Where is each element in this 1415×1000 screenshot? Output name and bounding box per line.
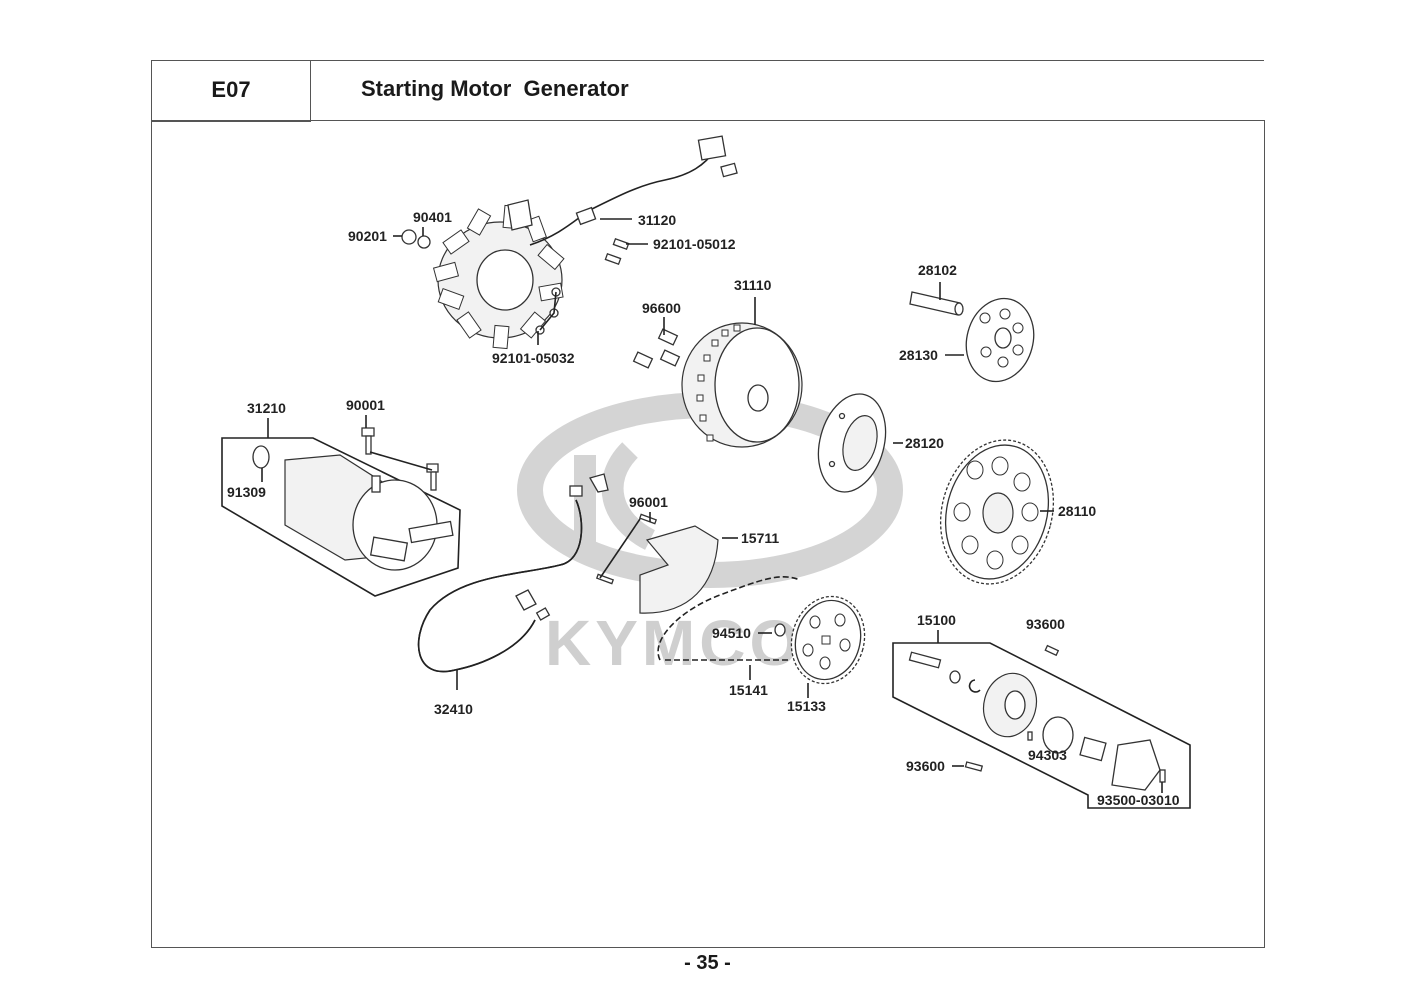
watermark-text: KYMCO bbox=[545, 607, 803, 679]
label-90201: 90201 bbox=[348, 228, 387, 244]
screw-93600-bottom-part[interactable] bbox=[964, 761, 984, 772]
screw-93500-03010-part[interactable] bbox=[1159, 769, 1166, 783]
label-96001: 96001 bbox=[629, 494, 668, 510]
section-code: E07 bbox=[211, 77, 251, 102]
exploded-diagram-frame bbox=[151, 120, 1265, 948]
bolt-96600-part[interactable] bbox=[632, 328, 681, 369]
label-15133: 15133 bbox=[787, 698, 826, 714]
starter-cable-32410-part[interactable] bbox=[417, 473, 609, 673]
label-93500-03010: 93500-03010 bbox=[1097, 792, 1180, 808]
driven-gear-28110-part[interactable] bbox=[925, 427, 1069, 596]
label-31210: 31210 bbox=[247, 400, 286, 416]
label-93600-top: 93600 bbox=[1026, 616, 1065, 632]
pin-28102-part[interactable] bbox=[909, 291, 964, 316]
bolt-96001-part[interactable] bbox=[595, 513, 658, 585]
part-labels: 90401 90201 31120 92101-05012 92101-0503… bbox=[227, 209, 1180, 808]
clutch-plate-28130-part[interactable] bbox=[957, 291, 1042, 389]
section-title-cell bbox=[309, 60, 1264, 121]
watermark-k-mark bbox=[574, 442, 656, 550]
one-way-clutch-28120-part[interactable] bbox=[808, 386, 896, 499]
label-92101-05032: 92101-05032 bbox=[492, 350, 575, 366]
cam-chain-15141-part[interactable] bbox=[657, 576, 801, 661]
section-code-cell bbox=[151, 60, 311, 122]
screw-93600-top-part[interactable] bbox=[1044, 644, 1060, 657]
label-15100: 15100 bbox=[917, 612, 956, 628]
label-96600: 96600 bbox=[642, 300, 681, 316]
nut-90201-part[interactable] bbox=[401, 229, 431, 249]
bolt-90001-part[interactable] bbox=[361, 427, 439, 491]
pin-94303-part[interactable] bbox=[1027, 731, 1033, 741]
label-91309: 91309 bbox=[227, 484, 266, 500]
circlip-94510-part[interactable] bbox=[774, 623, 786, 637]
label-31120: 31120 bbox=[638, 212, 676, 228]
label-28102: 28102 bbox=[918, 262, 957, 278]
o-ring-91309-part[interactable] bbox=[252, 445, 270, 469]
leader-lines bbox=[261, 218, 1163, 793]
label-28110: 28110 bbox=[1058, 503, 1096, 519]
label-28130: 28130 bbox=[899, 347, 938, 363]
label-28120: 28120 bbox=[905, 435, 944, 451]
page-title: Starting Motor Generator bbox=[361, 76, 629, 101]
bolt-92101-05012-part[interactable] bbox=[604, 237, 630, 266]
guide-plate-15711-part[interactable] bbox=[639, 525, 719, 614]
label-92101-05012: 92101-05012 bbox=[653, 236, 736, 252]
label-90401: 90401 bbox=[413, 209, 452, 225]
stator-coil-part[interactable] bbox=[432, 135, 738, 350]
oil-pump-15100-part[interactable] bbox=[892, 642, 1191, 809]
label-90001: 90001 bbox=[346, 397, 385, 413]
sprocket-15133-part[interactable] bbox=[782, 588, 874, 692]
label-94510: 94510 bbox=[712, 625, 751, 641]
label-31110: 31110 bbox=[734, 277, 772, 293]
label-32410: 32410 bbox=[434, 701, 473, 717]
flywheel-rotor-part[interactable] bbox=[681, 322, 803, 448]
label-93600-bottom: 93600 bbox=[906, 758, 945, 774]
label-15141: 15141 bbox=[729, 682, 768, 698]
starting-motor-31210-part[interactable] bbox=[221, 437, 461, 597]
label-15711: 15711 bbox=[741, 530, 779, 546]
page-number: - 35 - bbox=[684, 952, 731, 974]
label-94303: 94303 bbox=[1028, 747, 1067, 763]
